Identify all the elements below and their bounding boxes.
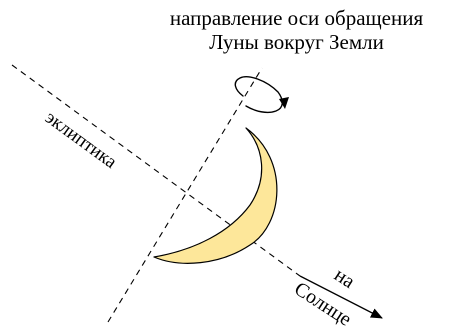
axis-direction-caption: направление оси обращения Луны вокруг Зе… bbox=[120, 6, 473, 54]
ecliptic-line bbox=[11, 64, 301, 277]
sun-direction-arrow bbox=[299, 275, 383, 319]
orbit-axis-line bbox=[107, 67, 263, 323]
to-label: на bbox=[330, 264, 359, 293]
caption-line-1: направление оси обращения bbox=[169, 6, 424, 30]
moon-crescent bbox=[153, 127, 278, 264]
rotation-arrowhead bbox=[279, 97, 289, 109]
caption-line-2: Луны вокруг Земли bbox=[209, 30, 384, 54]
rotation-arrow bbox=[234, 76, 283, 114]
ecliptic-label: эклиптика bbox=[41, 107, 121, 173]
